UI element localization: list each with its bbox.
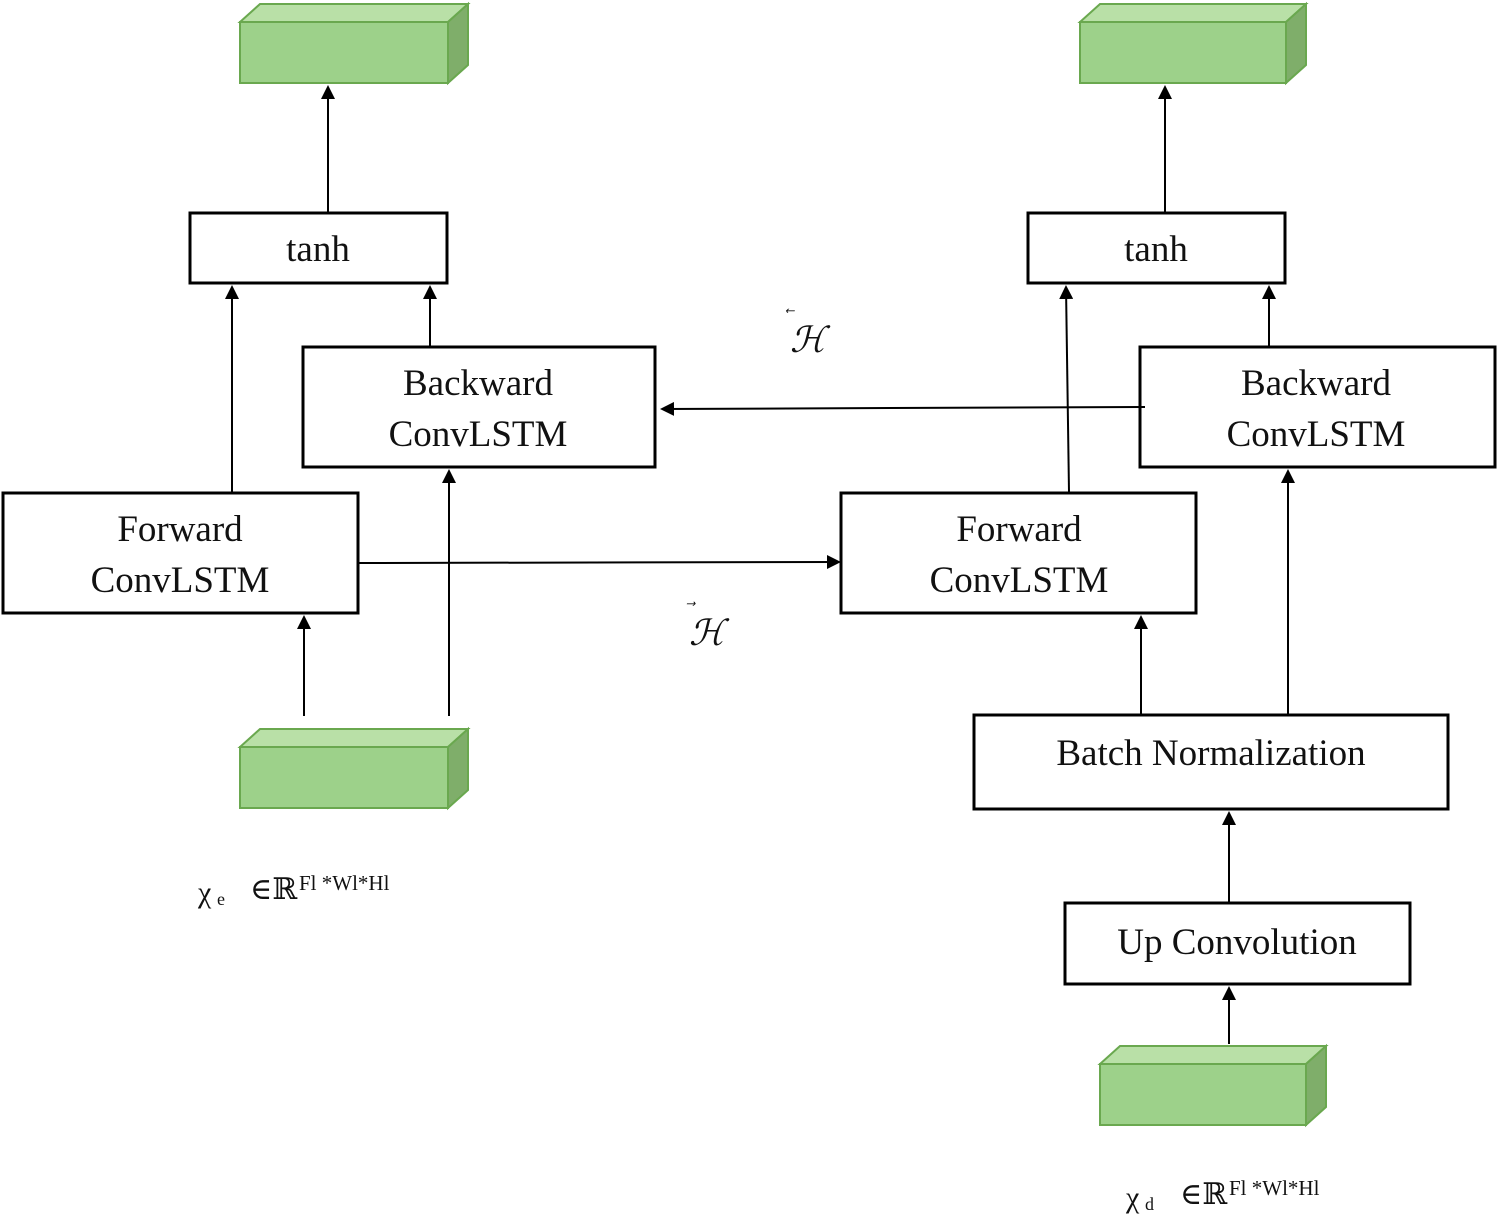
encoder-input-formula: χ e ∈ℝ Fl *Wl*Hl bbox=[197, 871, 390, 909]
decoder-tanh-box: tanh bbox=[1026, 211, 1287, 285]
decoder-backward-label-line1: Backward bbox=[1241, 363, 1391, 404]
decoder-chi-symbol: χ bbox=[1125, 1181, 1140, 1214]
backward-hidden-h: ℋ bbox=[790, 320, 831, 360]
forward-hidden-h: ℋ bbox=[689, 613, 730, 653]
decoder-forward-label-line1: Forward bbox=[956, 509, 1082, 550]
arrow-forward-hidden-state bbox=[357, 555, 841, 570]
cross-connections bbox=[357, 401, 1146, 570]
encoder-input-cube-icon bbox=[237, 726, 471, 811]
decoder-forward-label-line2: ConvLSTM bbox=[930, 560, 1109, 601]
decoder-dimensions: Fl *Wl*Hl bbox=[1229, 1176, 1320, 1200]
decoder-input-cube-icon bbox=[1097, 1043, 1329, 1128]
encoder-forward-label-line2: ConvLSTM bbox=[91, 560, 270, 601]
forward-hidden-arrow: ⃗ bbox=[686, 601, 696, 606]
decoder-backward-label-line2: ConvLSTM bbox=[1227, 414, 1406, 455]
decoder-tanh-label: tanh bbox=[1124, 229, 1188, 270]
up-convolution-box: Up Convolution bbox=[1063, 901, 1412, 986]
backward-hidden-state-symbol: ℋ ⃖ bbox=[785, 308, 831, 360]
encoder-backward-label-line2: ConvLSTM bbox=[389, 414, 568, 455]
encoder-backward-convlstm-box: Backward ConvLSTM bbox=[301, 345, 657, 469]
encoder-tanh-box: tanh bbox=[188, 211, 449, 285]
encoder-arrows bbox=[225, 85, 456, 716]
decoder-backward-convlstm-box: Backward ConvLSTM bbox=[1138, 345, 1497, 469]
decoder-input-formula: χ d ∈ℝ Fl *Wl*Hl bbox=[1125, 1176, 1320, 1214]
decoder-chi-subscript: d bbox=[1145, 1194, 1154, 1214]
encoder-tanh-label: tanh bbox=[286, 229, 350, 270]
forward-hidden-state-symbol: ℋ ⃗ bbox=[686, 601, 730, 653]
encoder-membership: ∈ℝ bbox=[250, 873, 298, 906]
arrow-backward-hidden-state bbox=[660, 401, 1146, 416]
encoder-forward-label-line1: Forward bbox=[117, 509, 243, 550]
encoder-backward-label-line1: Backward bbox=[403, 363, 553, 404]
encoder-chi-symbol: χ bbox=[197, 876, 212, 909]
arrow-dec-forward-to-tanh bbox=[1059, 285, 1074, 493]
encoder-output-cube-icon bbox=[237, 1, 471, 86]
encoder-chi-subscript: e bbox=[217, 889, 225, 909]
decoder-output-cube-icon bbox=[1077, 1, 1309, 86]
backward-hidden-arrow: ⃖ bbox=[785, 308, 795, 313]
encoder-dimensions: Fl *Wl*Hl bbox=[299, 871, 390, 895]
decoder-arrows bbox=[1059, 85, 1295, 1044]
decoder-forward-convlstm-box: Forward ConvLSTM bbox=[839, 491, 1198, 615]
batch-normalization-label: Batch Normalization bbox=[1056, 733, 1365, 774]
up-convolution-label: Up Convolution bbox=[1117, 922, 1357, 963]
batch-normalization-box: Batch Normalization bbox=[972, 713, 1450, 811]
decoder-membership: ∈ℝ bbox=[1180, 1178, 1228, 1211]
encoder-forward-convlstm-box: Forward ConvLSTM bbox=[1, 491, 360, 615]
